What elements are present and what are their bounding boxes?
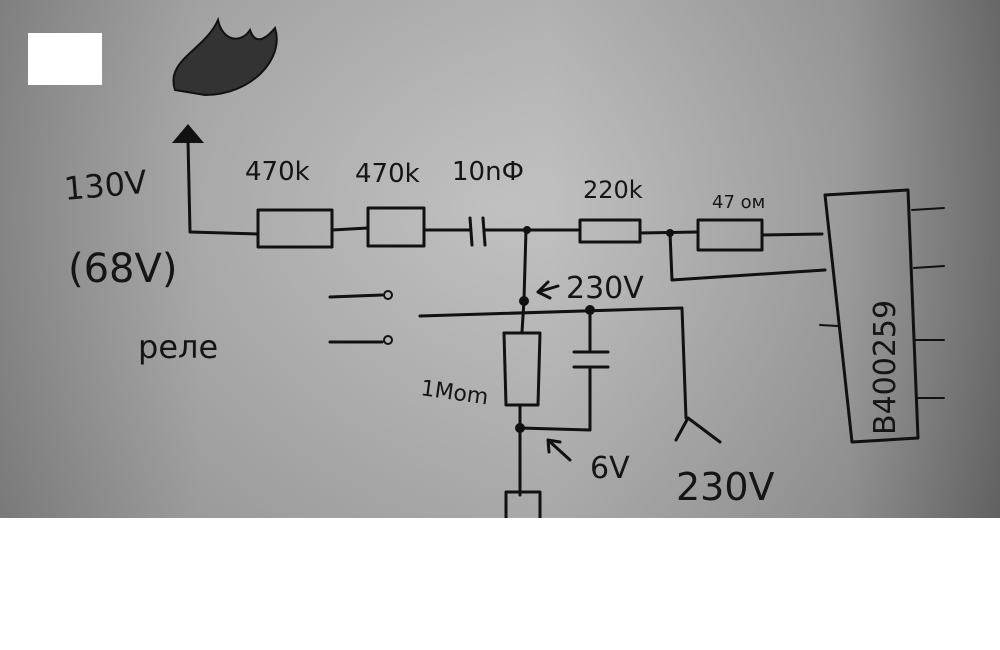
circuit-schematic: 130V (68V) реле 470k 470k 10nФ 220k 47 о… (62, 16, 945, 518)
r2-label: 470k (355, 159, 420, 189)
tap-voltage-label: 6V (590, 451, 630, 486)
r1-label: 470k (245, 157, 310, 187)
resistor-r3 (578, 218, 642, 244)
wire (330, 226, 370, 232)
mains-wire (328, 228, 722, 444)
source-voltage-label: 130V (62, 163, 148, 208)
chip-pins (819, 207, 945, 399)
relay-label: реле (138, 328, 218, 366)
resistor-r2 (366, 206, 426, 248)
capacitor-c1 (422, 216, 582, 247)
r5-label: 1Mom (419, 376, 490, 410)
redaction-box (28, 33, 102, 85)
source-voltage-alt-label: (68V) (68, 246, 177, 292)
mains-voltage-label: 230V (676, 465, 775, 509)
r4-label: 47 ом (712, 192, 765, 213)
node-voltage-label: 230V (566, 271, 644, 306)
divider-network (502, 298, 610, 518)
arrow-icon (546, 438, 572, 462)
resistor-r4 (696, 218, 764, 252)
arrow-icon (536, 280, 560, 300)
r3-label: 220k (583, 176, 643, 204)
wire (668, 231, 827, 282)
c1-label: 10nФ (452, 157, 524, 187)
antenna-wire (186, 138, 260, 236)
arrow-up-icon (172, 124, 204, 143)
chip-label: B400259 (868, 300, 903, 435)
chip-body (823, 188, 920, 444)
flame-icon (172, 16, 278, 97)
resistor-r1 (256, 208, 334, 249)
